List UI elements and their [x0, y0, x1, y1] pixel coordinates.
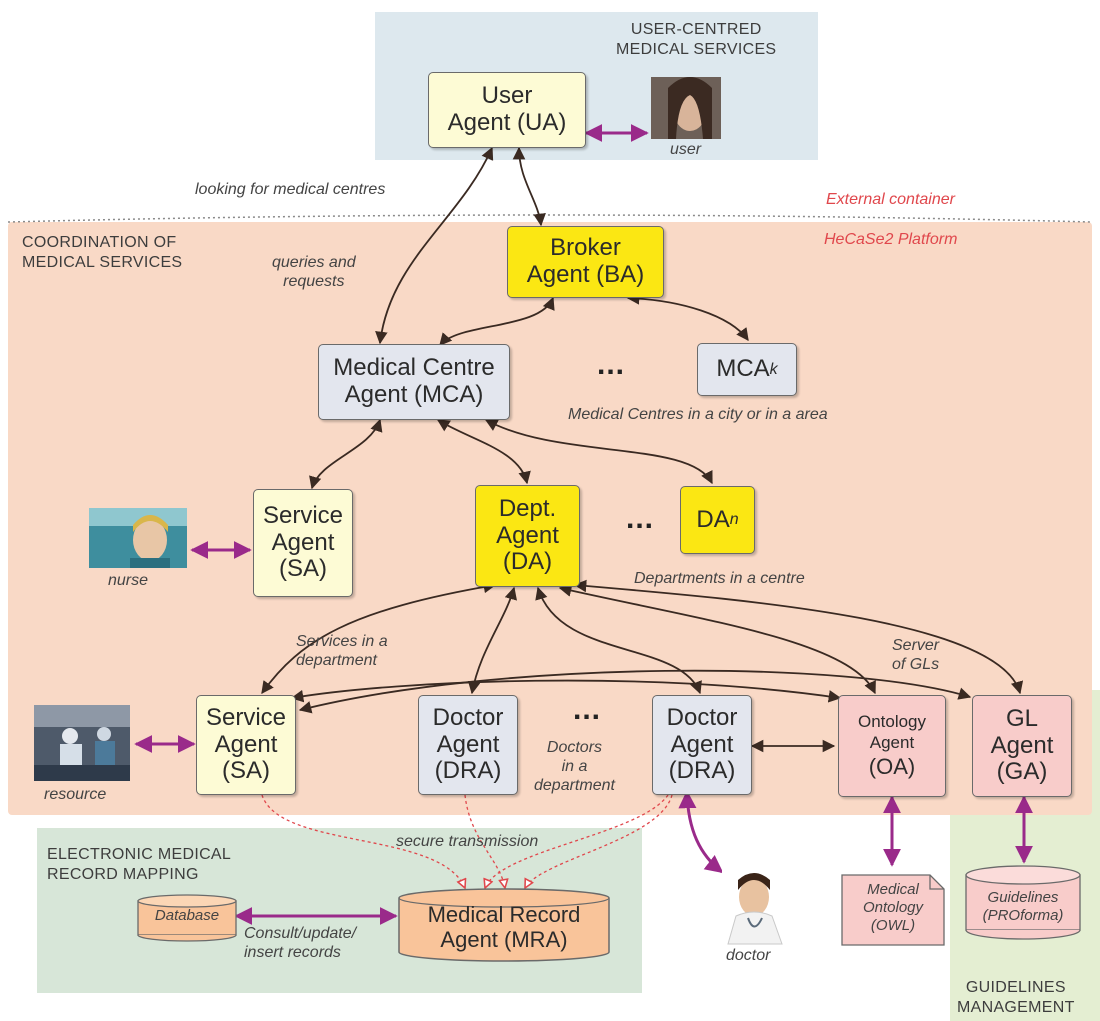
guidelines-heading: GUIDELINES MANAGEMENT [957, 979, 1075, 1016]
secure-dra2a-mra-link [525, 794, 673, 888]
guidelines-label: Guidelines (PROforma) [982, 889, 1064, 924]
secure-transmission-annotation: secure transmission [396, 833, 539, 850]
external-container-separator [7, 214, 1093, 223]
doctor-label: doctor [726, 947, 771, 964]
emr-heading: ELECTRONIC MEDICAL RECORD MAPPING [47, 846, 232, 883]
sa-ga-link [298, 669, 972, 714]
dept-agent-box[interactable]: Dept. Agent (DA) [475, 485, 580, 587]
secure-dra2b-mra-link [485, 794, 669, 888]
mra-label: Medical Record Agent (MRA) [427, 902, 581, 953]
departments-annotation: Departments in a centre [634, 570, 805, 587]
centres-city-annotation: Medical Centres in a city or in a area [568, 406, 828, 423]
ba-mcak-link [626, 292, 749, 342]
resource-label: resource [44, 786, 107, 803]
mca-sa-link [309, 418, 383, 490]
ba-mca-link [439, 296, 555, 346]
looking-annotation: looking for medical centres [195, 181, 386, 198]
user-photo [651, 77, 721, 139]
da-sa-link [261, 580, 497, 695]
da-dra1-link [467, 586, 517, 695]
database-label: Database [154, 907, 220, 924]
ellipsis-mca: ... [597, 348, 626, 381]
services-department-annotation: Services in a department [296, 633, 388, 670]
service-agent-top-box[interactable]: Service Agent (SA) [253, 489, 353, 597]
ontology-agent-abbr: (OA) [868, 754, 916, 780]
user-services-heading: USER-CENTRED MEDICAL SERVICES [616, 21, 777, 58]
da-n-label: DA [696, 505, 730, 533]
nurse-label: nurse [108, 572, 149, 589]
doctor-agent-2-box[interactable]: Doctor Agent (DRA) [652, 695, 752, 795]
mra-cylinder-shape [398, 888, 610, 962]
mca-k-subscript: k [769, 360, 778, 378]
ontology-document [841, 874, 945, 946]
broker-agent-box[interactable]: Broker Agent (BA) [507, 226, 664, 298]
ua-ba-link [512, 146, 546, 227]
user-label: user [670, 141, 702, 158]
nurse-photo [89, 508, 187, 568]
gl-agent-box[interactable]: GL Agent (GA) [972, 695, 1072, 797]
medical-centre-agent-box[interactable]: Medical Centre Agent (MCA) [318, 344, 510, 420]
medical-record-agent[interactable]: Medical Record Agent (MRA) [397, 888, 611, 964]
ontology-agent-name: Ontology Agent [857, 712, 927, 752]
secure-sa-mra-link [261, 794, 465, 888]
ontology-label: Medical Ontology (OWL) [862, 881, 924, 934]
database-cylinder [137, 894, 237, 942]
da-n-subscript: n [729, 511, 739, 529]
dra-doctor-link [678, 790, 724, 874]
mca-k-label: MCA [716, 355, 770, 383]
service-agent-bottom-box[interactable]: Service Agent (SA) [196, 695, 296, 795]
da-dra2-link [535, 586, 702, 695]
user-agent-box[interactable]: User Agent (UA) [428, 72, 586, 148]
mca-dan-link [484, 419, 713, 485]
external-container-label: External container [826, 191, 955, 208]
ellipsis-dra: ... [573, 693, 602, 726]
da-oa-link [558, 584, 876, 695]
platform-label: HeCaSe2 Platform [824, 231, 958, 248]
ellipsis-da: ... [626, 502, 655, 535]
doctor-agent-1-box[interactable]: Doctor Agent (DRA) [418, 695, 518, 795]
da-ga-link [573, 579, 1024, 695]
server-gls-annotation: Server of GLs [892, 637, 940, 674]
doctors-department-annotation: Doctors in a department [534, 739, 615, 795]
secure-dra1-mra-link [464, 794, 505, 888]
coordination-heading: COORDINATION OF MEDICAL SERVICES [22, 234, 183, 271]
resource-photo [34, 705, 130, 781]
ua-mca-link [375, 146, 494, 345]
consult-annotation: Consult/update/ insert records [244, 925, 357, 962]
guidelines-cylinder [965, 865, 1081, 940]
queries-annotation: queries and requests [272, 254, 356, 291]
ontology-agent-box[interactable]: Ontology Agent (OA) [838, 695, 946, 797]
doctor-photo [722, 866, 798, 945]
mca-da-link [436, 419, 531, 485]
